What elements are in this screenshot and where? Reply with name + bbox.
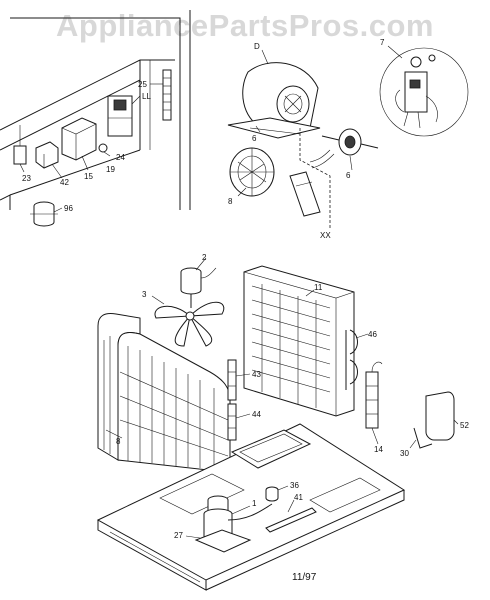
- condenser-coil: [97, 313, 231, 471]
- callout-30: 30: [400, 449, 409, 458]
- terminal-strip: [162, 69, 172, 121]
- callout-xx: XX: [320, 231, 331, 240]
- control-box: [0, 10, 191, 210]
- callout-52: 52: [460, 421, 469, 430]
- callout-23: 23: [22, 174, 31, 183]
- callout-d: D: [254, 42, 260, 51]
- clip: [413, 427, 433, 449]
- callout-25: 25: [138, 80, 147, 89]
- callout-43: 43: [252, 370, 261, 379]
- capacitor: [30, 201, 58, 227]
- control-part-23: [13, 145, 27, 165]
- blower-wheel: [229, 147, 275, 197]
- relay: [107, 95, 133, 137]
- blower-housing: [242, 62, 319, 129]
- callout-27: 27: [174, 531, 183, 540]
- base-pan: [96, 423, 406, 591]
- callout-11: 11: [314, 283, 323, 292]
- leader-lines: [19, 45, 459, 539]
- coil-tubing: [345, 329, 358, 390]
- callout-15: 15: [84, 172, 93, 181]
- callout-2: 2: [202, 253, 207, 262]
- watermark: AppliancePartsPros.com: [56, 8, 434, 43]
- tubing-assembly: [365, 361, 383, 429]
- small-switch: [98, 143, 108, 153]
- callout-8-wheel: 8: [228, 197, 233, 206]
- callout-14: 14: [374, 445, 383, 454]
- fan-motor: [180, 267, 217, 308]
- callout-42: 42: [60, 178, 69, 187]
- callout-6-motor: 6: [346, 171, 351, 180]
- callout-ll: LL: [142, 92, 151, 101]
- blower-scroll-piece: [289, 171, 321, 217]
- callout-44: 44: [252, 410, 261, 419]
- evaporator-coil: [243, 265, 355, 417]
- assembly-path-line: [299, 128, 331, 228]
- fan-blade: [154, 301, 225, 347]
- callout-46: 46: [368, 330, 377, 339]
- blower-motor: [309, 128, 379, 169]
- callout-8-coil: 8: [116, 437, 121, 446]
- date-code: 11/97: [292, 572, 317, 583]
- cap-36: [265, 486, 279, 502]
- coil-bracket-44: [227, 403, 237, 441]
- callout-41: 41: [294, 493, 303, 502]
- callout-96: 96: [64, 204, 73, 213]
- heater-loop: [425, 391, 455, 441]
- callout-36: 36: [290, 481, 299, 490]
- callout-3: 3: [142, 290, 147, 299]
- callout-6-upper: 6: [252, 134, 257, 143]
- coil-bracket-43: [227, 359, 237, 401]
- callout-1: 1: [252, 499, 257, 508]
- rail-41: [265, 507, 317, 533]
- callout-7: 7: [380, 38, 385, 47]
- callout-19: 19: [106, 165, 115, 174]
- transformer: [61, 117, 97, 161]
- callout-labels: D 7 25 LL 24 19 15 42 23 96 6 6 8 XX 2 3…: [22, 38, 469, 583]
- control-part-42: [35, 141, 59, 169]
- callout-24: 24: [116, 153, 125, 162]
- compressor: [194, 495, 273, 553]
- motor-detail: [379, 47, 469, 137]
